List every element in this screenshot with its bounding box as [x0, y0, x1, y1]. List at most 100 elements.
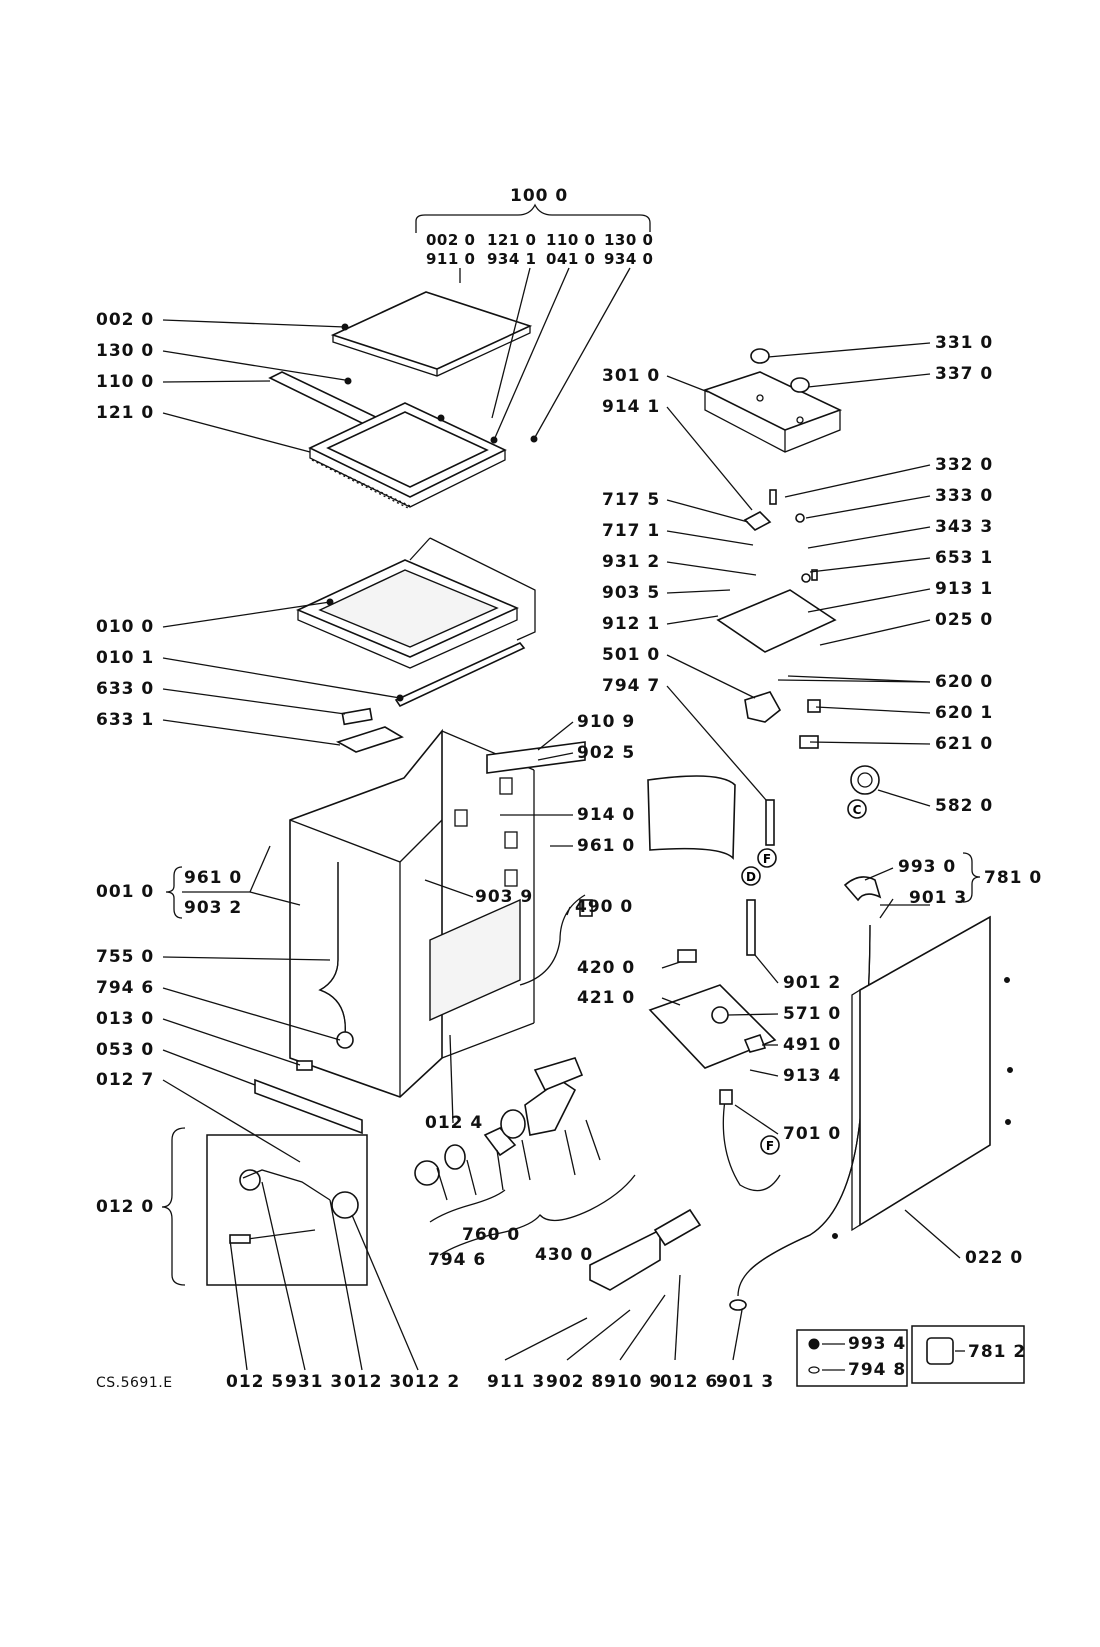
part-label-913-4: 913 4 — [783, 1066, 842, 1086]
part-label-701-0: 701 0 — [783, 1124, 842, 1144]
group-100-row1-c: 110 0 — [546, 231, 596, 249]
filter-board-part — [648, 984, 777, 1069]
part-label-343-3: 343 3 — [935, 517, 994, 537]
part-label-002-0: 002 0 — [96, 310, 155, 330]
part-label-931-2: 931 2 — [602, 552, 661, 572]
part-label-025-0: 025 0 — [935, 610, 994, 630]
part-label-582-0: 582 0 — [935, 796, 994, 816]
group-box-012 — [206, 1134, 368, 1286]
control-panel-part — [702, 371, 843, 453]
rear-bracket — [486, 741, 586, 774]
part-label-332-0: 332 0 — [935, 455, 994, 475]
lid-frame-part — [308, 402, 507, 510]
part-label-755-0: 755 0 — [96, 947, 155, 967]
part-label-794-6-b: 794 6 — [428, 1250, 487, 1270]
group-100-title: 100 0 — [510, 186, 569, 206]
part-label-760-0: 760 0 — [462, 1225, 521, 1245]
ref-circle-f-bottom — [760, 1135, 780, 1155]
group-bracket-781 — [962, 852, 981, 903]
group-bracket-012 — [161, 1127, 186, 1286]
part-label-012-0: 012 0 — [96, 1197, 155, 1217]
group-100-row1-b: 121 0 — [487, 231, 537, 249]
circle-mark-f-bottom: F — [766, 1139, 774, 1153]
part-label-022-0: 022 0 — [965, 1248, 1024, 1268]
part-label-961-0-b: 961 0 — [577, 836, 636, 856]
ref-circle-d — [741, 866, 761, 886]
part-label-903-5: 903 5 — [602, 583, 661, 603]
timer-plate-part — [716, 589, 837, 653]
circle-mark-d: D — [746, 870, 756, 884]
switch-part — [341, 707, 373, 726]
legend-label-993-4: 993 4 — [848, 1334, 907, 1354]
front-panel-part — [254, 1078, 363, 1135]
part-label-903-2: 903 2 — [184, 898, 243, 918]
drain-hose-part — [722, 1099, 781, 1192]
ref-circle-c — [847, 799, 867, 819]
top-panel-strip — [394, 642, 526, 708]
part-label-491-0: 491 0 — [783, 1035, 842, 1055]
leader-lines — [162, 267, 965, 1371]
part-label-420-0: 420 0 — [577, 958, 636, 978]
group-bracket-100 — [415, 203, 651, 233]
part-label-490-0: 490 0 — [575, 897, 634, 917]
part-label-901-2: 901 2 — [783, 973, 842, 993]
part-label-620-0: 620 0 — [935, 672, 994, 692]
part-label-333-0: 333 0 — [935, 486, 994, 506]
cable-part — [519, 894, 586, 986]
part-label-910-9-a: 910 9 — [577, 712, 636, 732]
part-label-013-0: 013 0 — [96, 1009, 155, 1029]
sensor-part — [850, 765, 880, 795]
back-panel-part — [851, 915, 991, 1232]
part-label-993-0: 993 0 — [898, 857, 957, 877]
part-label-110-0: 110 0 — [96, 372, 155, 392]
ref-circle-f-top — [757, 848, 777, 868]
part-label-130-0: 130 0 — [96, 341, 155, 361]
part-label-901-3-b: 901 3 — [716, 1372, 775, 1392]
part-label-902-8: 902 8 — [546, 1372, 605, 1392]
part-label-012-6: 012 6 — [660, 1372, 719, 1392]
part-label-053-0: 053 0 — [96, 1040, 155, 1060]
mounting-bracket — [589, 1228, 661, 1291]
part-label-012-5: 012 5 — [226, 1372, 285, 1392]
part-label-781-0: 781 0 — [984, 868, 1043, 888]
part-label-913-1: 913 1 — [935, 579, 994, 599]
group-100-row2-c: 041 0 — [546, 250, 596, 268]
part-label-121-0: 121 0 — [96, 403, 155, 423]
part-label-902-5: 902 5 — [577, 743, 636, 763]
part-label-012-3: 012 3 — [344, 1372, 403, 1392]
top-cover-part — [330, 291, 533, 377]
part-label-794-7: 794 7 — [602, 676, 661, 696]
group-bracket-001 — [165, 866, 183, 919]
circle-mark-f-top: F — [763, 852, 771, 866]
part-label-911-3: 911 3 — [487, 1372, 546, 1392]
part-label-910-9-b: 910 9 — [604, 1372, 663, 1392]
part-label-901-3-a: 901 3 — [909, 888, 968, 908]
part-label-012-7: 012 7 — [96, 1070, 155, 1090]
hinge-strip-part — [268, 371, 384, 428]
part-label-794-6-a: 794 6 — [96, 978, 155, 998]
part-label-010-1: 010 1 — [96, 648, 155, 668]
part-label-633-1: 633 1 — [96, 710, 155, 730]
part-label-717-5: 717 5 — [602, 490, 661, 510]
capacitor-part — [677, 949, 697, 963]
part-label-012-2: 012 2 — [402, 1372, 461, 1392]
part-label-331-0: 331 0 — [935, 333, 994, 353]
part-label-571-0: 571 0 — [783, 1004, 842, 1024]
legend-box-2 — [911, 1325, 1025, 1384]
legend-label-794-8: 794 8 — [848, 1360, 907, 1380]
part-label-914-0: 914 0 — [577, 805, 636, 825]
legend-label-781-2: 781 2 — [968, 1342, 1027, 1362]
part-label-717-1: 717 1 — [602, 521, 661, 541]
cabinet-part — [289, 728, 535, 1098]
group-100-row2-d: 934 0 — [604, 250, 654, 268]
part-label-903-9: 903 9 — [475, 887, 534, 907]
part-label-301-0: 301 0 — [602, 366, 661, 386]
legend-box-1 — [796, 1329, 908, 1387]
part-label-430-0: 430 0 — [535, 1245, 594, 1265]
part-label-633-0: 633 0 — [96, 679, 155, 699]
group-bracket-430 — [439, 1174, 636, 1256]
part-label-912-1: 912 1 — [602, 614, 661, 634]
group-100-row2-b: 934 1 — [487, 250, 537, 268]
part-label-653-1: 653 1 — [935, 548, 994, 568]
